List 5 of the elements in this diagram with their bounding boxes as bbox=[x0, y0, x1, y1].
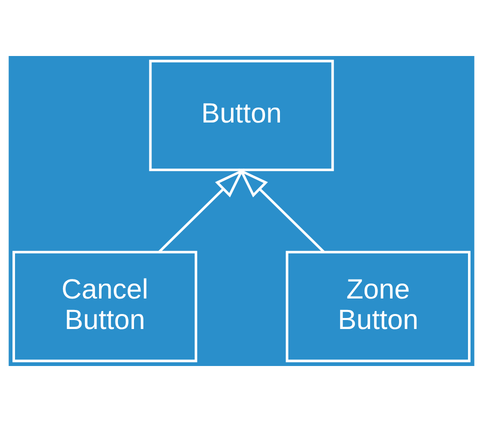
node-box: Zone Button bbox=[286, 250, 471, 362]
arrow bbox=[238, 168, 325, 253]
node-box: Cancel Button bbox=[12, 250, 198, 362]
arrow bbox=[158, 168, 244, 253]
node-box: Button bbox=[149, 60, 334, 172]
